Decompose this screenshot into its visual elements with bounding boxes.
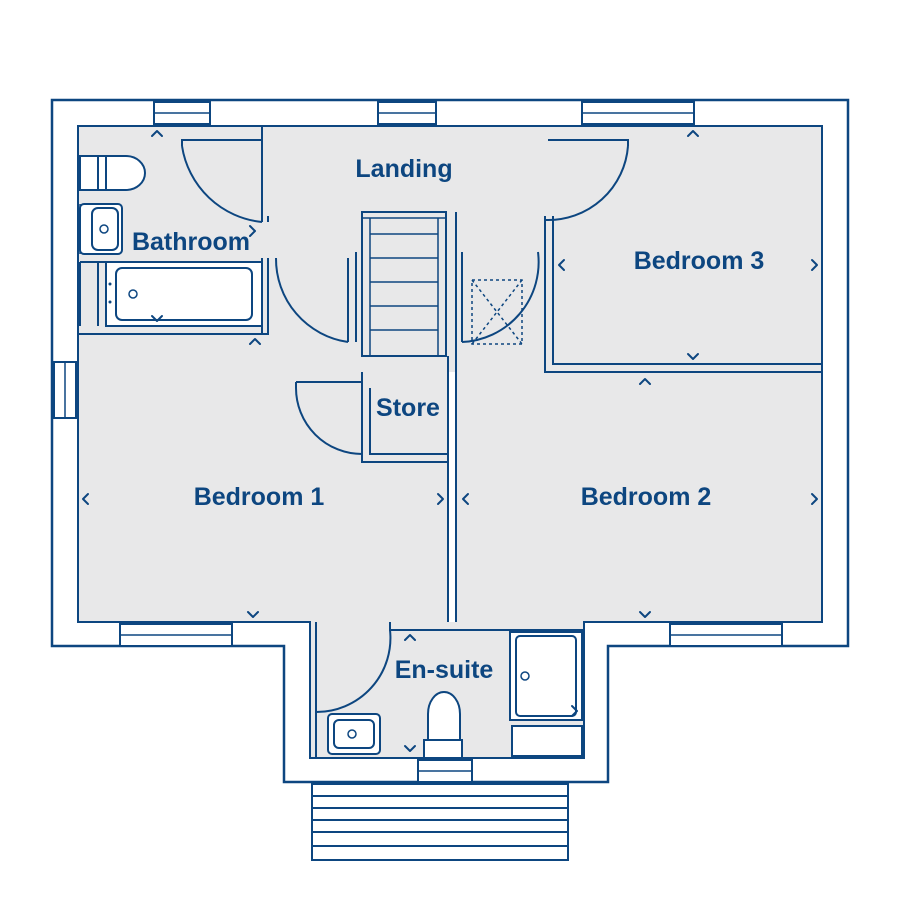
ensuite-door-swing	[315, 629, 392, 714]
bedroom1-floor	[78, 334, 448, 622]
bath-icon	[105, 261, 263, 327]
bedroom2-floor	[457, 372, 822, 622]
bedroom3-floor	[545, 126, 822, 372]
store-door-swing	[295, 387, 363, 455]
dimension-markers	[82, 130, 818, 752]
bedroom2-label: Bedroom 2	[581, 483, 712, 511]
ensuite-label: En-suite	[395, 656, 494, 684]
bathroom-label: Bathroom	[132, 228, 250, 256]
bedroom2-door-swing	[461, 251, 540, 343]
bathroom-door-swing	[181, 139, 263, 223]
cupboard	[471, 279, 523, 345]
wc-icon	[423, 691, 463, 759]
basin-icon	[79, 203, 123, 255]
stair-well	[361, 211, 447, 357]
stair-treads	[362, 217, 446, 356]
basin-icon	[327, 713, 381, 755]
bathroom-cupboard	[79, 261, 106, 326]
store-wall	[295, 372, 448, 463]
inner-outline	[77, 125, 823, 759]
wc-icon	[79, 155, 146, 191]
landing-label: Landing	[355, 155, 452, 183]
entrance-steps	[311, 783, 569, 861]
bedroom3-label: Bedroom 3	[634, 247, 765, 275]
bedroom1-door-swing	[274, 257, 349, 343]
bedroom3-wall	[544, 216, 822, 373]
stair-wall-right	[455, 212, 463, 622]
shower-icon	[509, 631, 583, 757]
stair-wall-left	[347, 252, 357, 342]
store-label: Store	[376, 394, 440, 422]
bedroom1-label: Bedroom 1	[194, 483, 325, 511]
bedroom3-door-swing	[545, 139, 629, 222]
